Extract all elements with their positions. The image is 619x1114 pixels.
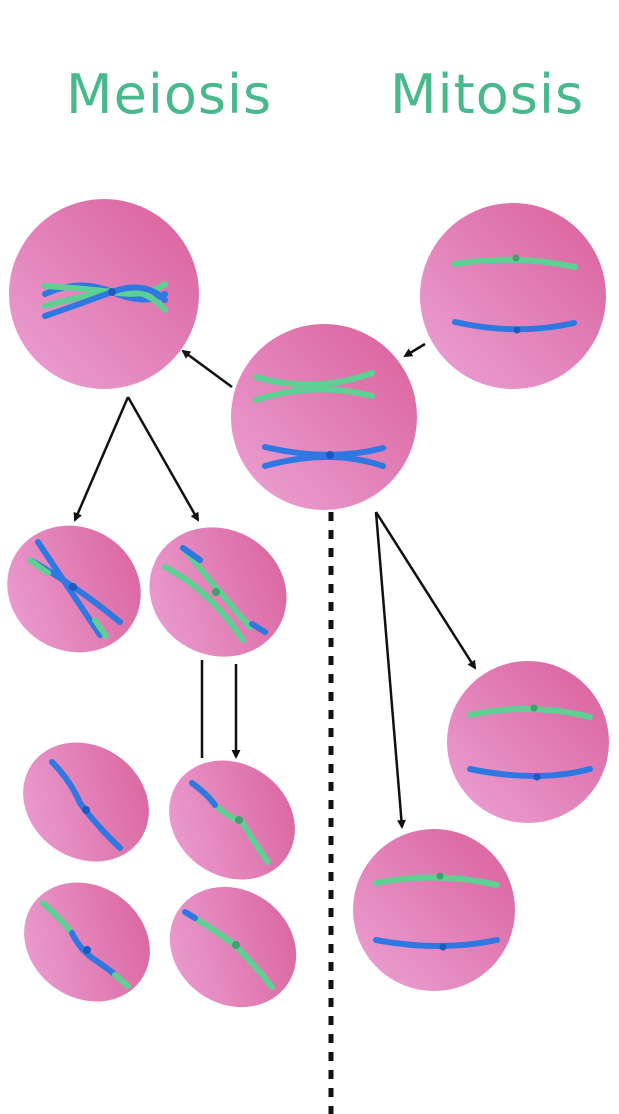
arrow-mitosis-to-bottom-cell <box>374 511 406 829</box>
arrow-center-to-meiosis-top <box>181 349 233 389</box>
meiosis-cell-4a <box>24 882 150 1002</box>
mitosis-cell-2 <box>447 661 609 823</box>
meiosis-cell-3a <box>23 742 149 862</box>
meiosis-cell-2b <box>149 527 287 657</box>
arrow-mitosis-to-right-cell <box>374 511 477 670</box>
arrow-meiosis-to-right-cell <box>126 396 200 522</box>
mitosis-title: Mitosis <box>390 63 585 126</box>
mitosis-cell-1 <box>420 203 606 389</box>
arrow-mitosis-top-to-center <box>403 342 426 358</box>
meiosis-cell-2a <box>7 525 141 653</box>
meiosis-cell-4b <box>169 886 297 1008</box>
center-cell <box>231 324 417 510</box>
arrow-meiosis-to-left-cell <box>73 396 130 522</box>
mitosis-cell-3 <box>353 829 515 991</box>
meiosis-title: Meiosis <box>66 63 273 126</box>
meiosis-cell-1 <box>9 199 199 389</box>
arrows <box>73 342 477 829</box>
meiosis-cell-3b <box>169 760 295 880</box>
